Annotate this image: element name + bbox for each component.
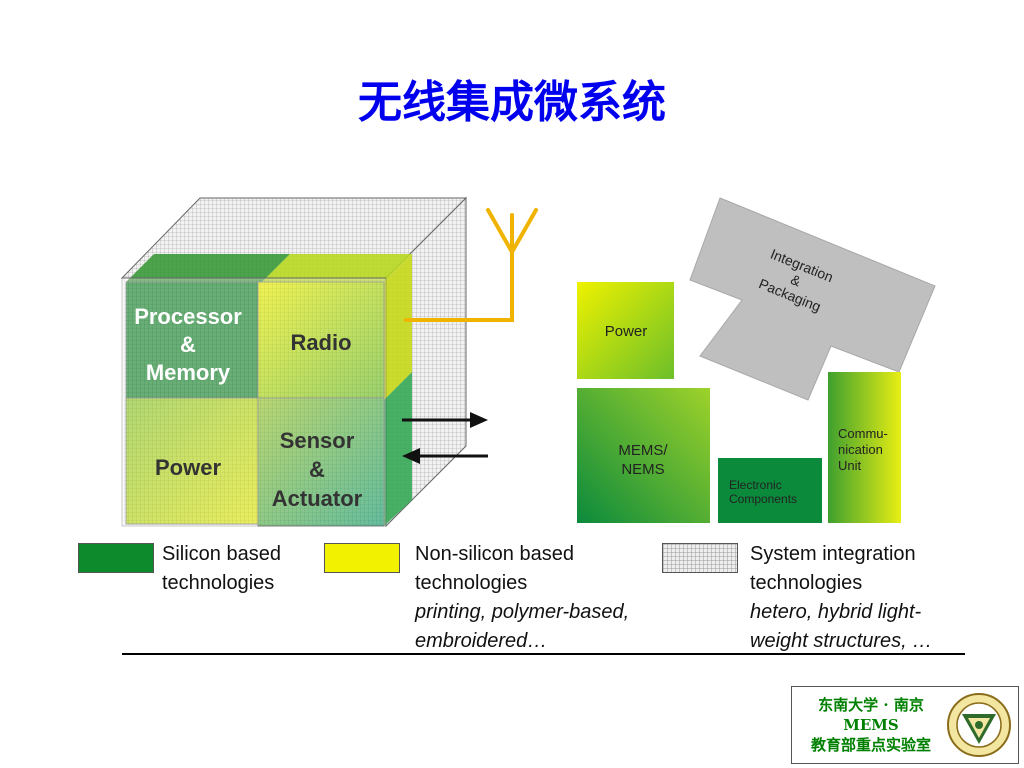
legend-non-silicon-examples-2: embroidered… xyxy=(415,630,548,652)
page-title: 无线集成微系统 xyxy=(358,77,666,128)
mems-nems-block xyxy=(577,388,710,523)
processor-label-1: Processor xyxy=(134,304,242,329)
legend-system-examples-1: hetero, hybrid light- xyxy=(750,601,922,623)
lab-badge-line-1: 东南大学 · 南京 xyxy=(818,696,924,714)
integration-cube: Processor & Memory Radio Power Sensor & … xyxy=(120,196,538,528)
processor-label-2: & xyxy=(180,332,196,357)
comm-label-1: Commu- xyxy=(838,426,888,441)
lab-badge: 东南大学 · 南京 MEMS 教育部重点实验室 xyxy=(791,686,1019,764)
legend-silicon-line-1: Silicon based xyxy=(162,543,281,565)
legend-non-silicon-text: Non-silicon based technologies printing,… xyxy=(415,540,629,656)
legend-silicon-line-2: technologies xyxy=(162,572,275,594)
electronic-label-1: Electronic xyxy=(729,478,782,492)
lab-badge-line-2: MEMS xyxy=(843,716,899,734)
signal-in-arrow-icon xyxy=(402,448,488,464)
legend-silicon-swatch xyxy=(78,543,154,573)
legend-system-swatch xyxy=(662,543,738,573)
sensor-label-2: & xyxy=(309,457,325,482)
power-component-label: Power xyxy=(605,323,648,340)
comm-label-3: Unit xyxy=(838,458,862,473)
antenna-icon xyxy=(404,208,538,322)
cube-power-label: Power xyxy=(155,455,221,480)
legend-non-silicon-swatch xyxy=(324,543,400,573)
electronic-components-block xyxy=(718,458,822,523)
signal-out-arrow-icon xyxy=(402,412,488,428)
lab-badge-text: 东南大学 · 南京 MEMS 教育部重点实验室 xyxy=(798,695,944,755)
sensor-label-3: Actuator xyxy=(272,486,363,511)
legend-silicon-text: Silicon based technologies xyxy=(162,540,281,598)
electronic-label-2: Components xyxy=(729,492,797,506)
radio-label: Radio xyxy=(290,330,351,355)
legend-system-line-2: technologies xyxy=(750,572,863,594)
integration-packaging-block xyxy=(689,197,936,401)
legend-non-silicon-examples-1: printing, polymer-based, xyxy=(415,601,630,623)
comm-label-2: nication xyxy=(838,442,883,457)
communication-unit-block xyxy=(828,372,901,523)
mems-label-1: MEMS/ xyxy=(618,442,668,459)
power-component-block xyxy=(577,282,674,379)
legend-non-silicon-line-2: technologies xyxy=(415,572,528,594)
legend-non-silicon-line-1: Non-silicon based xyxy=(415,543,574,565)
lab-badge-line-3: 教育部重点实验室 xyxy=(810,736,931,754)
legend-system-text: System integration technologies hetero, … xyxy=(750,540,932,656)
mems-label-2: NEMS xyxy=(621,461,664,478)
sensor-label-1: Sensor xyxy=(280,428,355,453)
component-blocks: Integration & Packaging Power MEMS/ NEMS… xyxy=(577,197,936,523)
processor-label-3: Memory xyxy=(146,360,231,385)
legend-system-line-1: System integration xyxy=(750,543,916,565)
legend-system-examples-2: weight structures, … xyxy=(750,630,933,652)
university-seal-icon xyxy=(947,693,1011,757)
legend-divider xyxy=(122,653,965,655)
